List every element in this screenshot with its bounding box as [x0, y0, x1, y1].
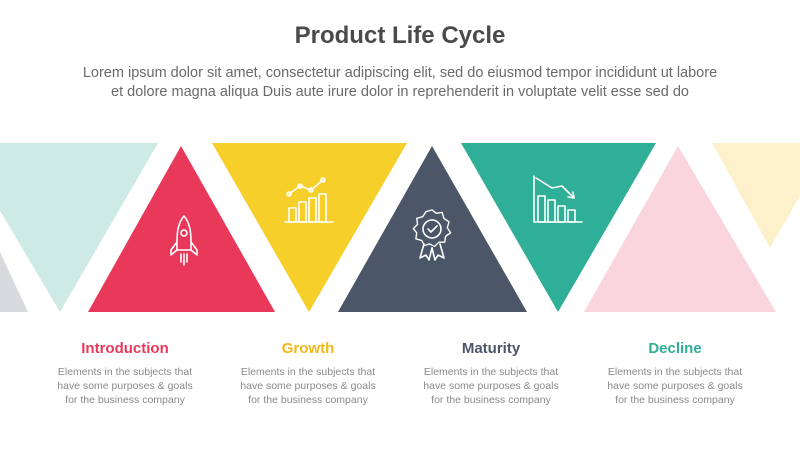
stage-description-line: for the business company — [65, 394, 185, 406]
stage-introduction: Introduction Elements in the subjects th… — [40, 340, 210, 407]
stage-title: Maturity — [461, 340, 521, 357]
stage-description-line: Elements in the subjects that — [240, 366, 376, 378]
faded-pink-triangle — [584, 146, 776, 312]
stage-description: Elements in the subjects that have some … — [406, 365, 576, 407]
stage-description-line: Elements in the subjects that — [57, 366, 193, 378]
stage-growth: Growth Elements in the subjects that hav… — [223, 340, 393, 407]
bar-chart-decline-icon — [533, 175, 583, 223]
decline-triangle — [461, 143, 656, 312]
page-subtitle: Lorem ipsum dolor sit amet, consectetur … — [20, 64, 780, 102]
maturity-triangle — [338, 146, 527, 312]
stage-description-line: have some purposes & goals — [240, 380, 376, 392]
stage-description-line: for the business company — [615, 394, 735, 406]
stage-description-line: have some purposes & goals — [423, 380, 559, 392]
faded-yellow-triangle — [712, 143, 800, 248]
stage-description-line: have some purposes & goals — [607, 380, 743, 392]
subtitle-line-2: et dolore magna aliqua Duis aute irure d… — [111, 84, 689, 100]
stage-title: Growth — [281, 340, 335, 357]
stage-description-line: Elements in the subjects that — [607, 366, 743, 378]
stage-description: Elements in the subjects that have some … — [590, 365, 760, 407]
subtitle-line-1: Lorem ipsum dolor sit amet, consectetur … — [82, 65, 718, 81]
stage-description-line: for the business company — [248, 394, 368, 406]
growth-triangle — [212, 143, 407, 312]
rocket-icon — [170, 215, 198, 266]
stage-description: Elements in the subjects that have some … — [40, 365, 210, 407]
page-title: Product Life Cycle — [294, 22, 506, 49]
stage-description-line: Elements in the subjects that — [423, 366, 559, 378]
award-badge-icon — [412, 209, 452, 261]
stage-description-line: for the business company — [431, 394, 551, 406]
stage-title: Introduction — [81, 340, 169, 357]
stage-description: Elements in the subjects that have some … — [223, 365, 393, 407]
faded-teal-triangle — [0, 143, 158, 312]
stage-description-line: have some purposes & goals — [57, 380, 193, 392]
introduction-triangle — [88, 146, 275, 312]
faded-left-gray-triangle — [0, 252, 28, 312]
stage-decline: Decline Elements in the subjects that ha… — [590, 340, 760, 407]
stage-title: Decline — [648, 340, 702, 357]
triangle-band — [0, 143, 800, 312]
stage-maturity: Maturity Elements in the subjects that h… — [406, 340, 576, 407]
bar-chart-growth-icon — [284, 177, 334, 223]
